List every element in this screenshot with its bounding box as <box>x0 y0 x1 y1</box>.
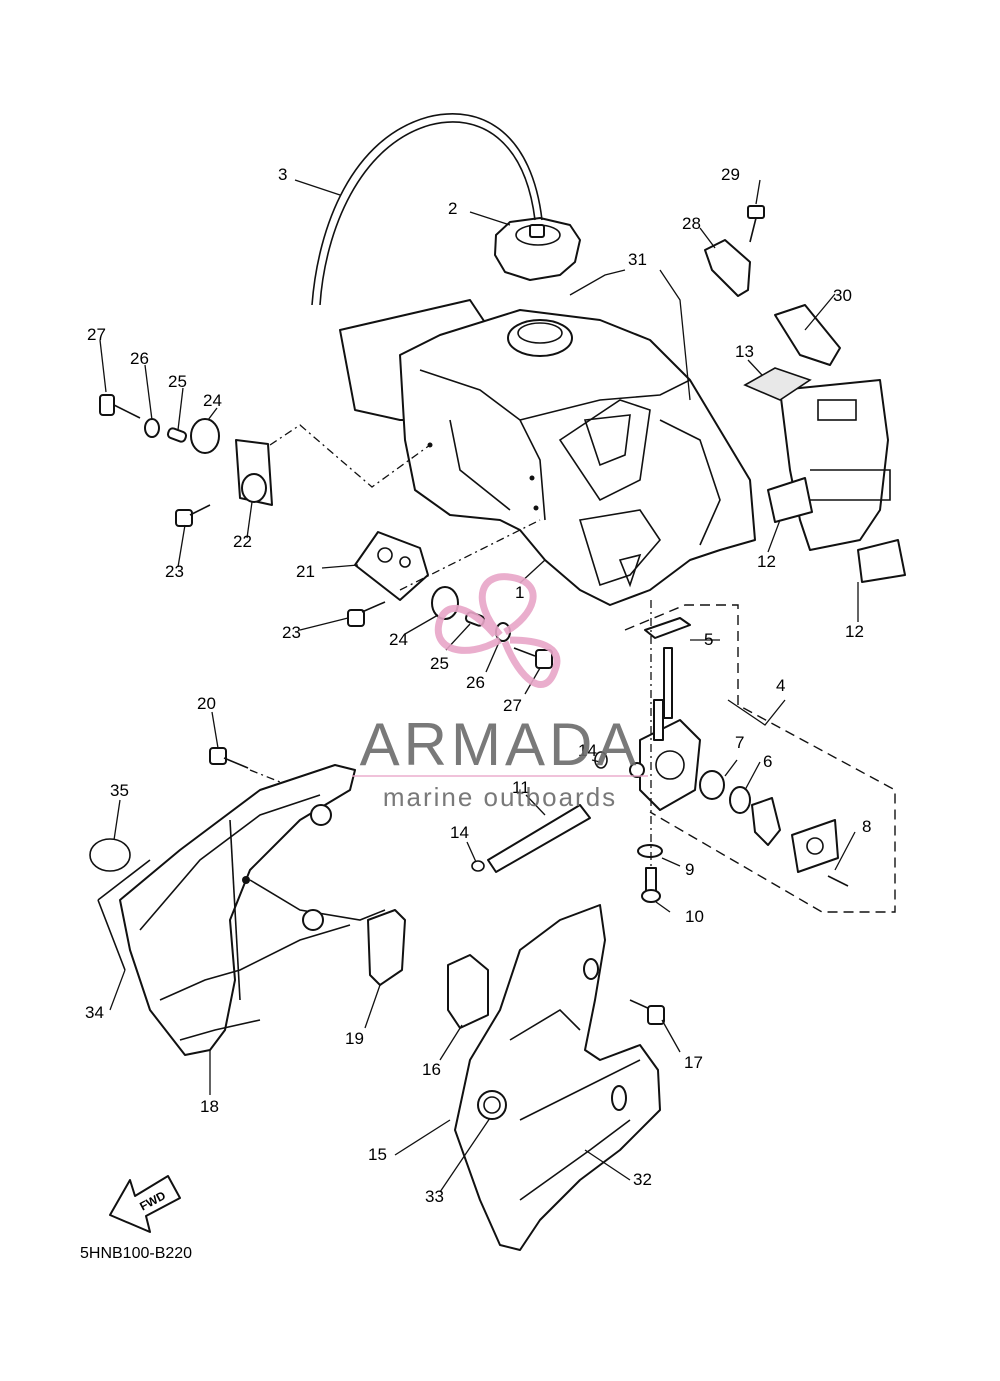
callout-3: 3 <box>278 165 287 184</box>
callout-24-left: 24 <box>203 391 222 410</box>
callout-33: 33 <box>425 1187 444 1206</box>
callout-labels: 1 2 3 4 5 6 7 8 9 10 11 12 12 13 14 14 1… <box>85 165 871 1206</box>
callout-1: 1 <box>515 583 524 602</box>
breather-hose-drawing <box>319 121 536 306</box>
callout-23-left: 23 <box>165 562 184 581</box>
callout-26-center: 26 <box>466 673 485 692</box>
pad-13-drawing <box>743 367 812 401</box>
callout-15: 15 <box>368 1145 387 1164</box>
callout-12-lower: 12 <box>845 622 864 641</box>
callout-17: 17 <box>684 1053 703 1072</box>
watermark-tagline: marine outboards <box>383 782 617 812</box>
callout-28: 28 <box>682 214 701 233</box>
callout-32: 32 <box>633 1170 652 1189</box>
callout-7: 7 <box>735 733 744 752</box>
side-cover-drawing <box>447 904 665 1251</box>
callout-2: 2 <box>448 199 457 218</box>
callout-25-left: 25 <box>168 372 187 391</box>
callout-35: 35 <box>110 781 129 800</box>
callout-20: 20 <box>197 694 216 713</box>
callout-14-lower: 14 <box>450 823 469 842</box>
clip-30-drawing <box>774 304 841 366</box>
left-mount-hardware-drawing <box>99 394 431 527</box>
callout-29: 29 <box>721 165 740 184</box>
callout-6: 6 <box>763 752 772 771</box>
bolt-29-drawing <box>747 205 765 243</box>
callout-34: 34 <box>85 1003 104 1022</box>
callout-22: 22 <box>233 532 252 551</box>
propeller-logo-icon <box>434 573 561 688</box>
fuel-tank-drawing <box>339 299 756 606</box>
callout-14-upper: 14 <box>578 741 597 760</box>
callout-16: 16 <box>422 1060 441 1079</box>
callout-8: 8 <box>862 817 871 836</box>
watermark-brand: ARMADA <box>360 711 641 778</box>
callout-10: 10 <box>685 907 704 926</box>
callout-4: 4 <box>776 676 785 695</box>
watermark: ARMADA marine outboards <box>352 573 648 812</box>
side-mount-drawing <box>767 379 906 583</box>
callout-27-center: 27 <box>503 696 522 715</box>
callout-11: 11 <box>512 778 530 797</box>
callout-26-left: 26 <box>130 349 149 368</box>
callout-30: 30 <box>833 286 852 305</box>
callout-19: 19 <box>345 1029 364 1048</box>
callout-25-center: 25 <box>430 654 449 673</box>
leader-lines <box>99 179 859 1193</box>
callout-27-left: 27 <box>87 325 106 344</box>
callout-9: 9 <box>685 860 694 879</box>
bracket-28-drawing <box>704 239 751 297</box>
callout-12-upper: 12 <box>757 552 776 571</box>
fwd-arrow-icon: FWD <box>109 1175 181 1233</box>
callout-31: 31 <box>628 250 647 269</box>
callout-21: 21 <box>296 562 315 581</box>
callout-13: 13 <box>735 342 754 361</box>
callout-24-center: 24 <box>389 630 408 649</box>
callout-18: 18 <box>200 1097 219 1116</box>
fuel-cock-drawing <box>471 600 896 913</box>
diagram-code: 5HNB100-B220 <box>80 1245 192 1262</box>
callout-23-center: 23 <box>282 623 301 642</box>
callout-5: 5 <box>704 630 713 649</box>
fuel-cap-drawing <box>494 217 581 281</box>
left-shroud-drawing <box>89 747 406 1056</box>
